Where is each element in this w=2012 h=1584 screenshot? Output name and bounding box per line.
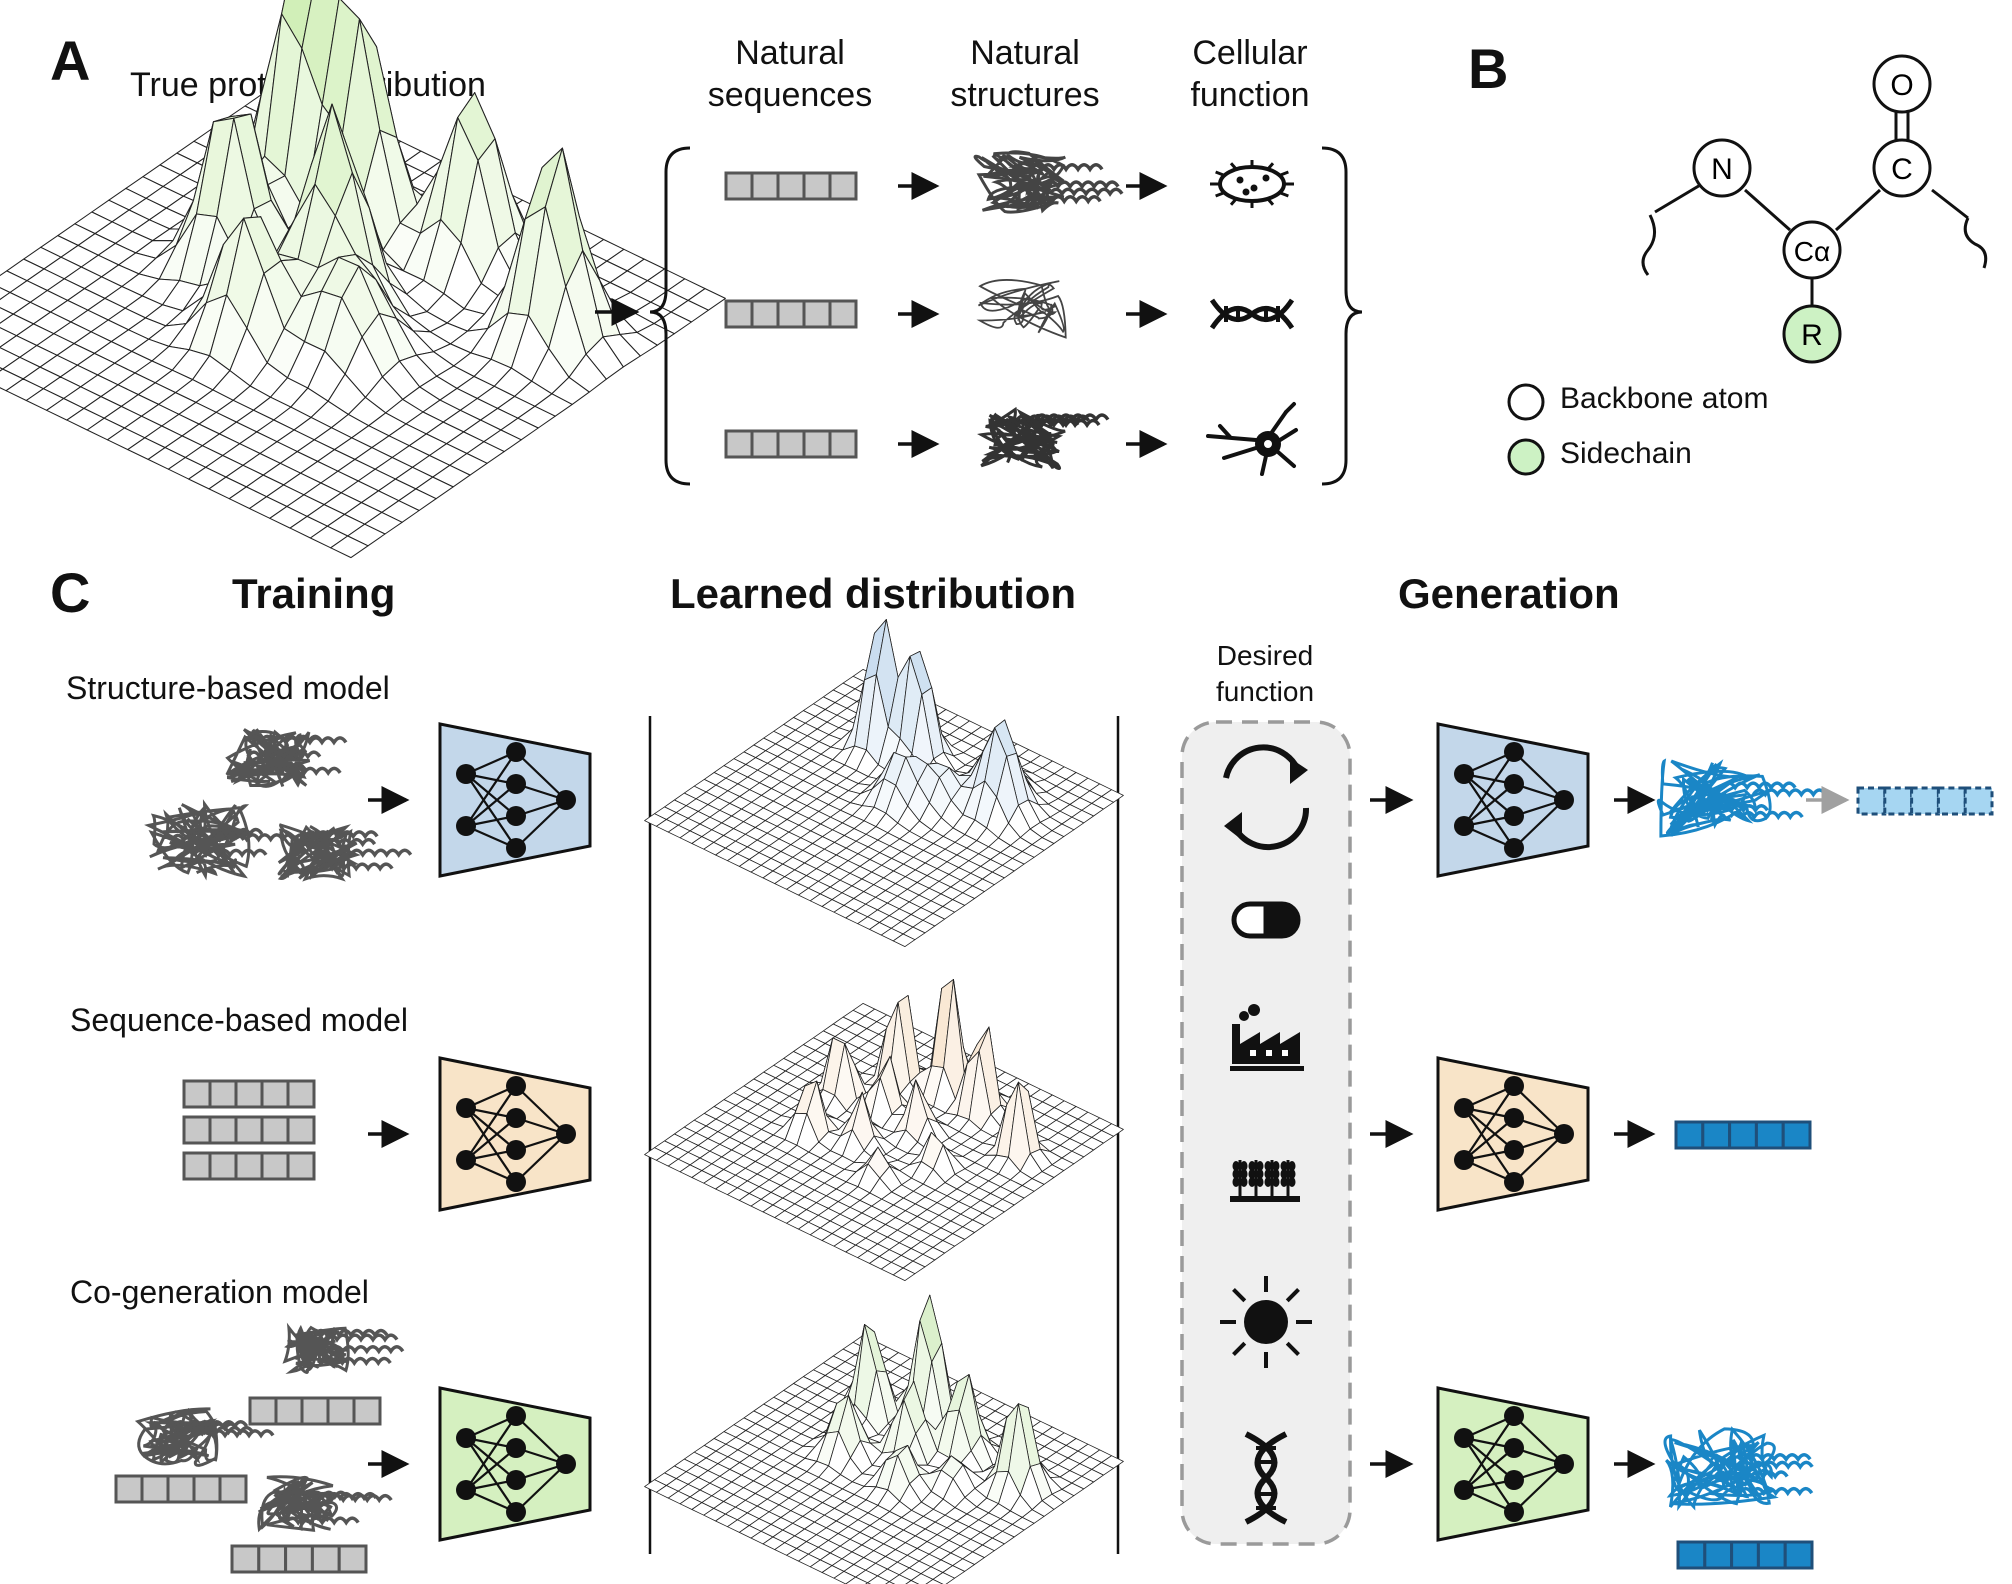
natural-structure-image bbox=[977, 406, 1110, 470]
dna-helix-icon bbox=[1209, 298, 1295, 330]
learned-distribution-sequence bbox=[644, 979, 1124, 1281]
svg-text:N: N bbox=[1711, 153, 1733, 186]
atom-n: N bbox=[1692, 138, 1752, 198]
backbone-diagram bbox=[1641, 108, 1988, 308]
training-sequence-bar bbox=[230, 1544, 368, 1574]
generated-sequence-bar bbox=[1674, 1120, 1812, 1150]
sequence-network bbox=[438, 1056, 592, 1212]
training-sequence-bar bbox=[248, 1396, 382, 1426]
legend-sidechain-marker bbox=[1507, 438, 1545, 476]
training-structure-image bbox=[277, 823, 413, 882]
panel-b-letter: B bbox=[1468, 37, 1509, 100]
training-sequence-bar bbox=[182, 1079, 316, 1109]
structure-network bbox=[438, 722, 592, 878]
cycle-arrows-icon bbox=[1223, 744, 1310, 851]
pill-capsule-icon bbox=[1231, 901, 1301, 939]
training-structure-image bbox=[134, 1407, 275, 1467]
cogeneration-network bbox=[438, 1386, 592, 1542]
label-structure-based-model: Structure-based model bbox=[66, 670, 390, 706]
svg-text:O: O bbox=[1890, 69, 1913, 102]
generated-structure-image bbox=[1656, 758, 1827, 838]
structure-generator-network bbox=[1436, 722, 1590, 878]
natural-sequence-bar bbox=[724, 171, 858, 201]
legend-backbone-label: Backbone atom bbox=[1560, 382, 1769, 415]
inferred-sequence-bar bbox=[1856, 786, 1994, 816]
label-sequence-based-model: Sequence-based model bbox=[70, 1002, 409, 1038]
learned-distribution-cogeneration bbox=[644, 1294, 1124, 1584]
natural-structure-image bbox=[973, 150, 1124, 214]
dna-helix-icon bbox=[1244, 1431, 1288, 1525]
svg-text:R: R bbox=[1801, 319, 1823, 352]
desired-function-panel bbox=[1180, 720, 1352, 1546]
training-sequence-bar bbox=[182, 1115, 316, 1145]
label-co-generation-model: Co-generation model bbox=[70, 1274, 369, 1310]
natural-structure-image bbox=[976, 279, 1067, 339]
crops-icon bbox=[1230, 1160, 1300, 1202]
cogeneration-generator-network bbox=[1436, 1386, 1590, 1542]
header-learned-distribution: Learned distribution bbox=[670, 570, 1077, 617]
training-structure-image bbox=[225, 728, 348, 788]
atom-r-sidechain: R bbox=[1782, 304, 1842, 364]
panel-c-letter: C bbox=[50, 561, 91, 624]
generated-structure-image bbox=[1663, 1426, 1814, 1512]
natural-sequence-bar bbox=[724, 429, 858, 459]
training-structure-image bbox=[282, 1322, 405, 1374]
training-sequence-bar bbox=[182, 1151, 316, 1181]
header-training: Training bbox=[232, 570, 396, 617]
legend-sidechain-label: Sidechain bbox=[1560, 437, 1692, 470]
atom-o: O bbox=[1872, 54, 1932, 114]
right-brace bbox=[1321, 146, 1363, 486]
atom-ca: Cα bbox=[1782, 220, 1842, 280]
sun-icon bbox=[1220, 1276, 1312, 1368]
left-brace bbox=[649, 146, 691, 486]
factory-icon bbox=[1230, 1004, 1304, 1071]
panel-a-letter: A bbox=[50, 29, 91, 92]
atom-c: C bbox=[1872, 138, 1932, 198]
training-sequence-bar bbox=[114, 1474, 248, 1504]
true-distribution-surface bbox=[0, 0, 726, 559]
bacterium-icon bbox=[1210, 160, 1294, 208]
training-structure-image bbox=[257, 1475, 393, 1533]
natural-sequence-bar bbox=[724, 299, 858, 329]
svg-text:Cα: Cα bbox=[1794, 236, 1830, 267]
generated-sequence-bar bbox=[1676, 1540, 1814, 1570]
neuron-icon bbox=[1206, 402, 1298, 476]
sequence-generator-network bbox=[1436, 1056, 1590, 1212]
svg-text:C: C bbox=[1891, 153, 1913, 186]
legend-backbone-marker bbox=[1507, 383, 1545, 421]
header-generation: Generation bbox=[1398, 570, 1620, 617]
learned-distribution-structure bbox=[644, 619, 1124, 947]
